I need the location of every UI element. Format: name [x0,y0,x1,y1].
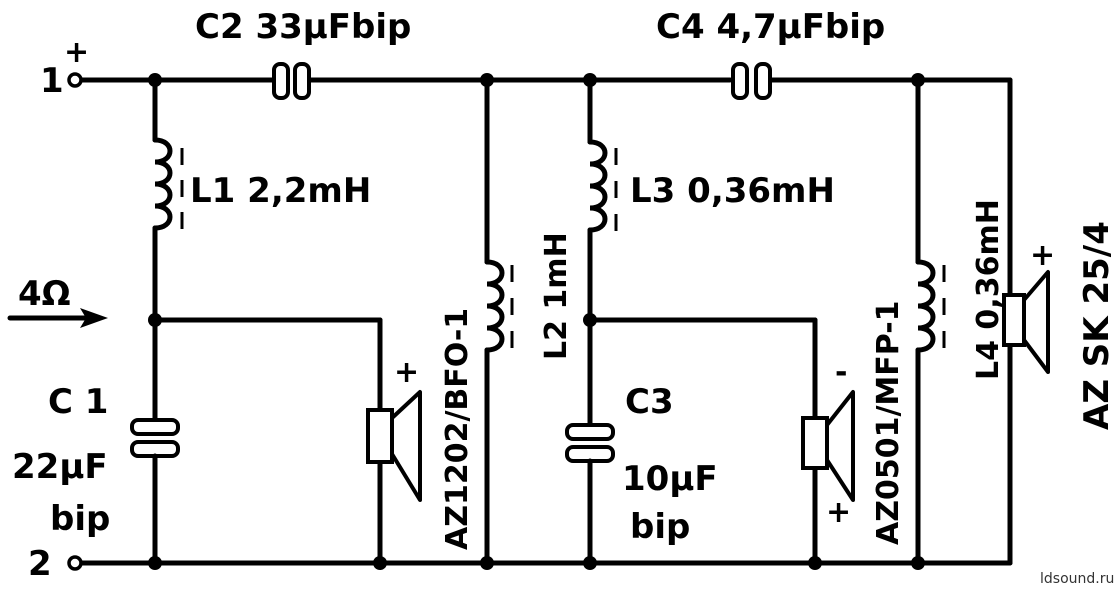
mid-wires [587,317,818,566]
impedance-label: 4Ω [18,274,71,314]
junction-dots [148,73,925,570]
c3-value: 10µF [622,459,718,499]
mid-minus: - [835,355,847,390]
watermark: ldsound.ru [1040,571,1114,587]
mid-model-label: AZ0501/MFP-1 [871,300,906,545]
woofer-wires [152,317,383,566]
capacitor-c1 [130,317,180,566]
woofer-plus: + [394,355,419,390]
input-arrow-icon [7,308,108,328]
terminal-2-label: 2 [28,544,52,584]
capacitor-c4 [731,62,772,100]
c1-type: bip [50,499,110,539]
c3-name: C3 [625,382,674,422]
c4-label: C4 4,7µFbip [656,7,885,47]
inductor-l4 [915,77,946,566]
l4-label: L4 0,36mH [971,199,1006,380]
c1-name: C 1 [48,382,108,422]
inductor-l3 [587,77,618,323]
tweeter-plus: + [1030,238,1055,273]
capacitor-c3 [565,317,615,566]
terminal-2 [67,555,83,571]
c1-value: 22µF [12,447,108,487]
terminal-1-plus: + [64,35,89,70]
l1-label: L1 2,2mH [190,171,371,211]
inductor-l2 [484,77,514,566]
c2-label: C2 33µFbip [195,7,411,47]
terminal-1 [67,72,83,88]
woofer-model-label: AZ1202/BFO-1 [440,308,475,550]
inductor-l1 [152,77,184,323]
tweeter-model-label: AZ SK 25/4 [1077,221,1116,430]
tweeter-speaker [1002,270,1050,374]
l2-label: L2 1mH [539,232,574,360]
woofer-speaker [366,390,422,502]
capacitor-c2 [272,62,311,100]
c3-type: bip [630,507,690,547]
mid-speaker [801,390,855,502]
terminal-1-label: 1 [40,61,64,101]
mid-plus: + [826,495,851,530]
l3-label: L3 0,36mH [630,171,835,211]
